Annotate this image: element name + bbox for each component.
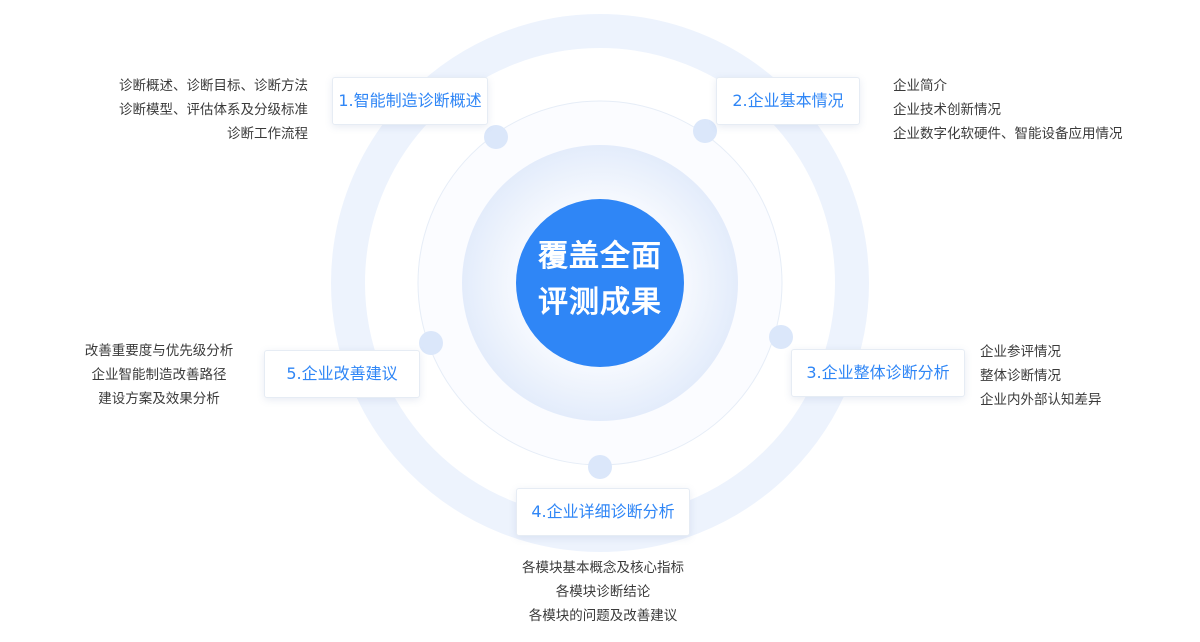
section-5-item: 改善重要度与优先级分析 xyxy=(84,343,234,359)
section-2-item: 企业简介 xyxy=(893,78,947,94)
section-1-item: 诊断模型、评估体系及分级标准 xyxy=(119,102,308,118)
section-1-desc: 诊断概述、诊断目标、诊断方法 诊断模型、评估体系及分级标准 诊断工作流程 xyxy=(119,74,308,146)
section-2-desc: 企业简介 企业技术创新情况 企业数字化软硬件、智能设备应用情况 xyxy=(893,74,1123,146)
node-dot-3 xyxy=(769,325,793,349)
center-title: 覆盖全面 评测成果 xyxy=(516,234,684,326)
section-3-desc: 企业参评情况 整体诊断情况 企业内外部认知差异 xyxy=(980,340,1102,412)
section-5-box: 5.企业改善建议 xyxy=(264,350,420,398)
section-4-item: 各模块基本概念及核心指标 xyxy=(522,560,684,576)
section-5-title: 5.企业改善建议 xyxy=(286,364,398,383)
section-3-item: 企业内外部认知差异 xyxy=(980,392,1102,408)
section-2-item: 企业数字化软硬件、智能设备应用情况 xyxy=(893,126,1123,142)
section-4-item: 各模块的问题及改善建议 xyxy=(528,608,678,624)
section-1-title: 1.智能制造诊断概述 xyxy=(338,91,482,110)
section-3-title: 3.企业整体诊断分析 xyxy=(806,363,950,382)
section-2-title: 2.企业基本情况 xyxy=(732,91,844,110)
center-circle xyxy=(516,199,684,367)
section-4-desc: 各模块基本概念及核心指标 各模块诊断结论 各模块的问题及改善建议 xyxy=(500,556,706,628)
node-dot-2 xyxy=(693,119,717,143)
section-3-box: 3.企业整体诊断分析 xyxy=(791,349,965,397)
section-5-item: 企业智能制造改善路径 xyxy=(91,367,227,383)
node-dot-1 xyxy=(484,125,508,149)
node-dot-4 xyxy=(588,455,612,479)
section-1-item: 诊断工作流程 xyxy=(227,126,308,142)
section-4-box: 4.企业详细诊断分析 xyxy=(516,488,690,536)
section-2-box: 2.企业基本情况 xyxy=(716,77,860,125)
section-5-desc: 改善重要度与优先级分析 企业智能制造改善路径 建设方案及效果分析 xyxy=(70,339,248,411)
section-3-item: 企业参评情况 xyxy=(980,344,1061,360)
node-dot-5 xyxy=(419,331,443,355)
section-1-item: 诊断概述、诊断目标、诊断方法 xyxy=(119,78,308,94)
section-4-item: 各模块诊断结论 xyxy=(555,584,651,600)
section-2-item: 企业技术创新情况 xyxy=(893,102,1001,118)
section-5-item: 建设方案及效果分析 xyxy=(98,391,220,407)
center-line-2: 评测成果 xyxy=(538,285,662,320)
section-4-title: 4.企业详细诊断分析 xyxy=(531,502,675,521)
section-1-box: 1.智能制造诊断概述 xyxy=(332,77,488,125)
section-3-item: 整体诊断情况 xyxy=(980,368,1061,384)
center-line-1: 覆盖全面 xyxy=(538,239,662,274)
